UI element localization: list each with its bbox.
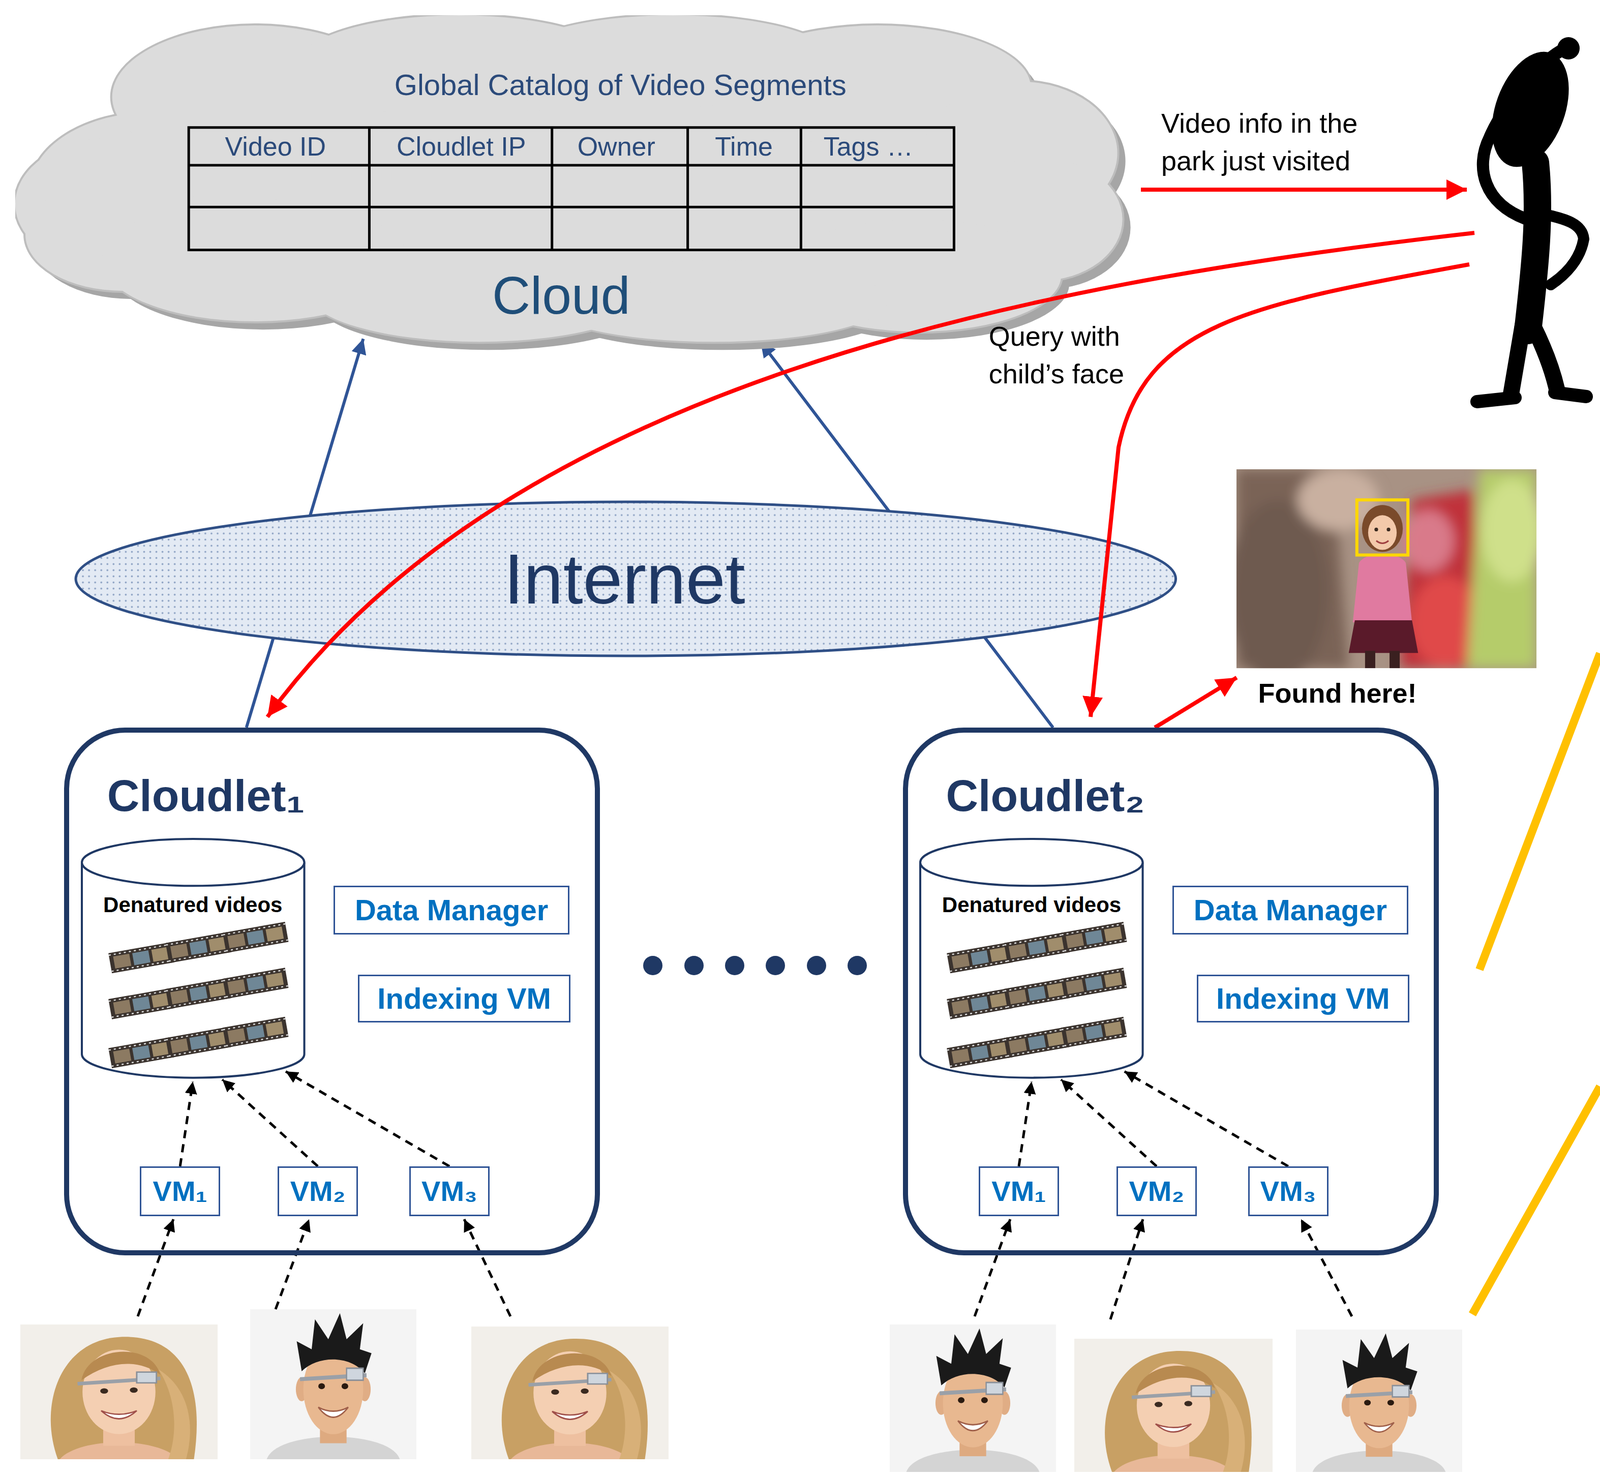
- user-photo: [1074, 1338, 1273, 1472]
- store-arrow: [1061, 1079, 1157, 1167]
- vm-label: VM₁: [153, 1174, 208, 1208]
- photo-outline: [1236, 469, 1537, 669]
- box-label: Data Manager: [354, 893, 549, 928]
- process-box: Indexing VM: [357, 974, 570, 1023]
- result-arrow: [1154, 677, 1237, 728]
- cloudlet-title: Cloudlet₂: [945, 770, 1145, 822]
- result-photo: Found here!: [1236, 469, 1537, 715]
- cloud-node: Global Catalog of Video SegmentsCloud Vid…: [15, 15, 1138, 354]
- store-arrow: [285, 1071, 450, 1167]
- vm-label: VM₃: [1260, 1174, 1317, 1208]
- vm-box: VM₃: [409, 1166, 491, 1217]
- internet-drawing: [75, 501, 1176, 656]
- cloud-label: Cloud: [492, 265, 631, 327]
- vm-box: VM₂: [1116, 1166, 1198, 1217]
- table-header: Cloudlet IP: [396, 131, 526, 163]
- table-header: Owner: [577, 131, 656, 163]
- store-label: Denatured videos: [942, 892, 1122, 918]
- vm-box: VM₂: [277, 1166, 359, 1217]
- user-photo: [889, 1324, 1056, 1472]
- vm-label: VM₂: [1128, 1174, 1185, 1208]
- cyl-outline: [79, 836, 307, 1080]
- store-arrow: [1018, 1081, 1032, 1167]
- user-photo: [20, 1324, 218, 1460]
- cyl-drawing: [920, 838, 1143, 1078]
- user-photo: [1295, 1329, 1463, 1472]
- cloud-drawing: [13, 13, 1131, 350]
- network-ellipse: Internet: [73, 499, 1179, 658]
- cloudlet-box: Cloudlet₁ Denatured videos Data ManagerInd…: [64, 727, 600, 1256]
- stick-person: [1476, 37, 1587, 402]
- arrow-note: Query with child’s face: [988, 317, 1142, 393]
- vm-label: VM₁: [991, 1174, 1046, 1208]
- box-label: Indexing VM: [1216, 981, 1391, 1016]
- box-label: Indexing VM: [377, 981, 552, 1016]
- query-arrow: [267, 232, 1475, 717]
- store-arrow: [1124, 1071, 1289, 1167]
- cloudlet-box: Cloudlet₂ Denatured videos Data ManagerInd…: [902, 727, 1439, 1256]
- store-arrow: [179, 1081, 193, 1167]
- vm-label: VM₃: [421, 1174, 478, 1208]
- process-box: Data Manager: [1172, 885, 1409, 935]
- query-arrow: [1090, 264, 1470, 717]
- store-arrow: [222, 1079, 318, 1167]
- catalog-title: Global Catalog of Video Segments: [394, 67, 847, 102]
- cyl-drawing: [81, 838, 305, 1078]
- info-arrow: [1140, 187, 1467, 192]
- storage-cylinder: Denatured videos: [918, 836, 1145, 1080]
- store-label: Denatured videos: [103, 892, 283, 918]
- photo-caption: Found here!: [1258, 677, 1417, 709]
- arrow-note: Video info in the park just visited: [1161, 104, 1385, 180]
- storage-cylinder: Denatured videos: [79, 836, 307, 1080]
- process-box: Data Manager: [333, 885, 570, 935]
- cloudlet-title: Cloudlet₁: [107, 770, 305, 822]
- photo-drawing: [1226, 469, 1543, 684]
- user-photo: [250, 1309, 417, 1460]
- table-header: Tags …: [823, 131, 914, 163]
- box-label: Data Manager: [1193, 893, 1387, 928]
- vm-label: VM₂: [290, 1174, 346, 1208]
- network-label: Internet: [503, 537, 746, 620]
- yellow-lines: [1472, 653, 1600, 1315]
- vm-box: VM₃: [1248, 1166, 1330, 1217]
- cyl-outline: [918, 836, 1145, 1080]
- table-header: Video ID: [225, 131, 327, 163]
- upload-arrows: [137, 1219, 1352, 1320]
- vm-box: VM₁: [139, 1166, 221, 1217]
- vm-box: VM₁: [978, 1166, 1060, 1217]
- table-header: Time: [714, 131, 773, 163]
- user-photo: [471, 1326, 669, 1460]
- process-box: Indexing VM: [1196, 974, 1409, 1023]
- ellipsis-dots: [643, 955, 867, 976]
